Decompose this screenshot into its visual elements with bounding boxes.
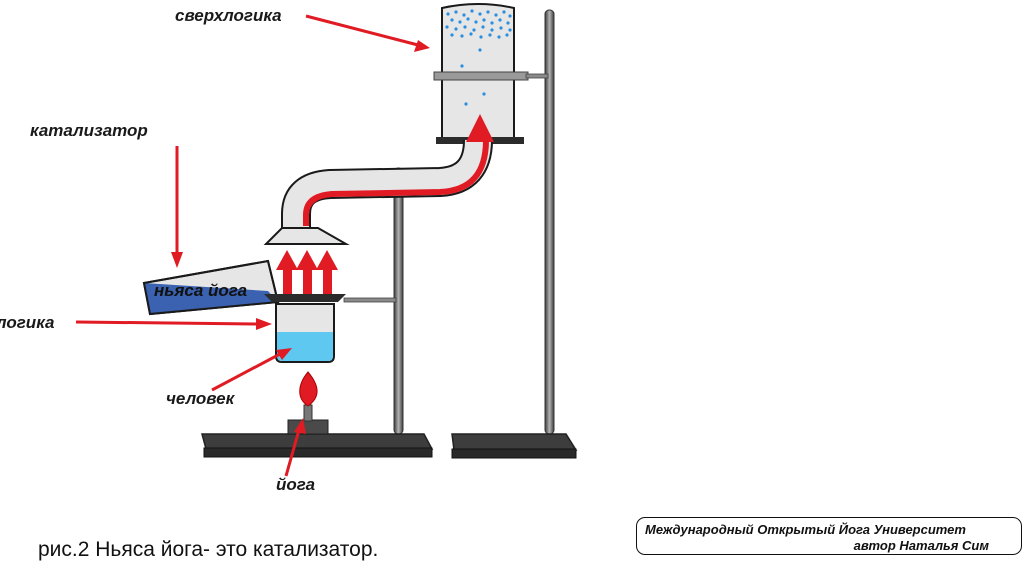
label-logic: логика bbox=[0, 313, 54, 332]
beaker bbox=[275, 303, 335, 363]
left-stand bbox=[201, 167, 434, 458]
burner bbox=[287, 404, 329, 435]
credit-university: Международный Открытый Йога Университет bbox=[645, 522, 966, 537]
label-arrows bbox=[75, 14, 430, 477]
flow-arrowhead bbox=[466, 114, 494, 142]
figure-caption: рис.2 Ньяса йога- это катализатор. bbox=[38, 538, 379, 561]
label-catalyst: катализатор bbox=[30, 121, 148, 140]
connecting-tube bbox=[281, 139, 493, 232]
beaker-clamp bbox=[264, 294, 397, 303]
right-stand bbox=[451, 9, 578, 459]
funnel-hood bbox=[263, 227, 350, 245]
upper-clamp bbox=[433, 71, 549, 81]
credit-author: автор Наталья Сим bbox=[853, 538, 989, 553]
flame-icon bbox=[299, 371, 318, 407]
label-superlogic: сверхлогика bbox=[175, 6, 282, 25]
rising-arrows bbox=[276, 250, 338, 294]
label-yoga: йога bbox=[276, 475, 315, 494]
vapor-dots bbox=[445, 9, 512, 106]
credit-box: Международный Открытый Йога Университет … bbox=[636, 517, 1022, 555]
catalyst-flask bbox=[142, 259, 280, 316]
label-human: человек bbox=[166, 389, 236, 408]
label-flask: ньяса йога bbox=[154, 281, 247, 300]
